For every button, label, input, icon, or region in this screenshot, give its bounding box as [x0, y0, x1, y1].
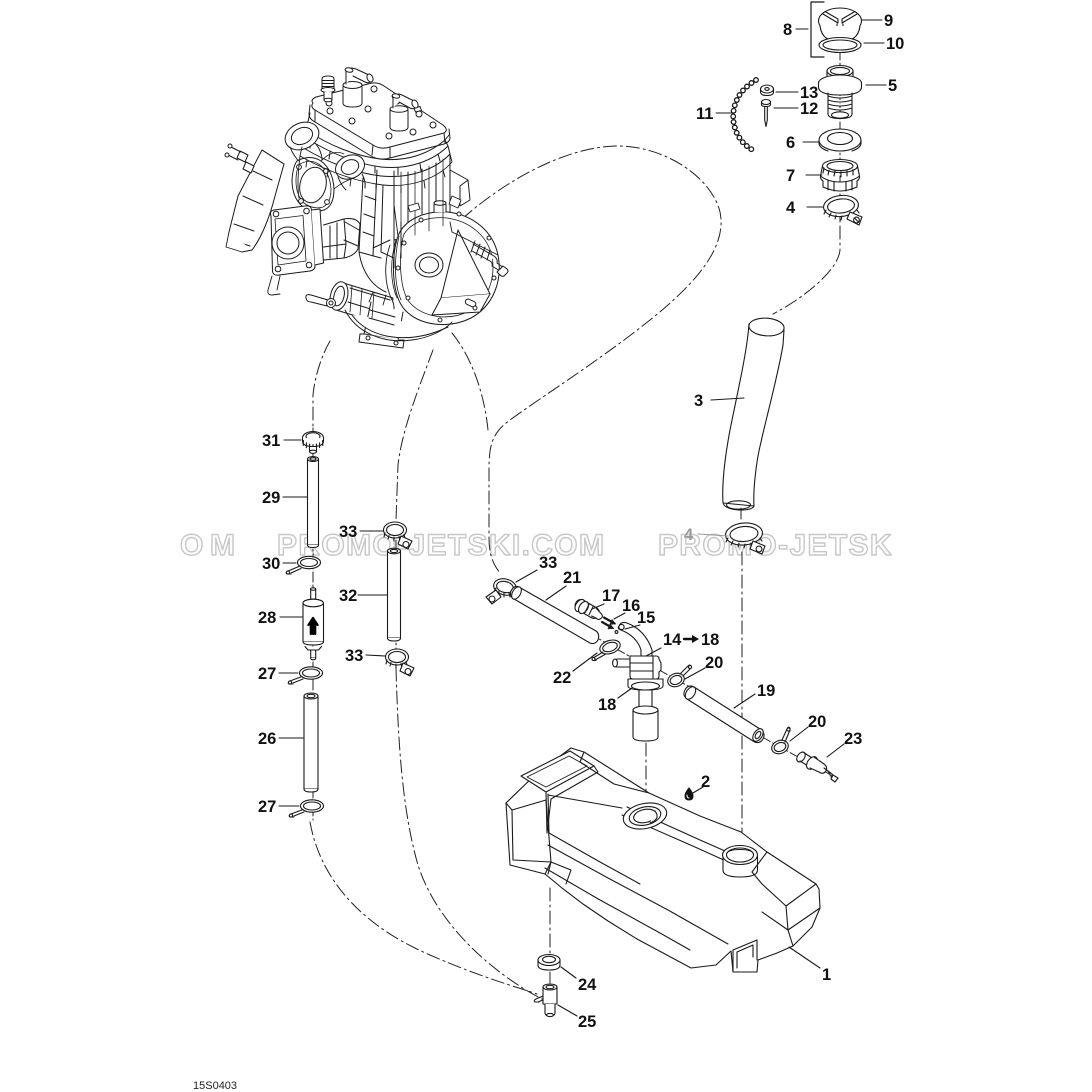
- svg-text:4: 4: [684, 526, 694, 544]
- svg-text:21: 21: [563, 569, 581, 587]
- svg-text:27: 27: [258, 798, 276, 816]
- svg-text:11: 11: [696, 105, 713, 123]
- svg-text:31: 31: [262, 432, 280, 450]
- svg-text:8: 8: [783, 21, 792, 39]
- svg-text:PROMO-JETSKI.COM: PROMO-JETSKI.COM: [277, 529, 605, 562]
- svg-text:29: 29: [262, 489, 280, 507]
- svg-text:15: 15: [637, 609, 655, 627]
- svg-text:33: 33: [539, 554, 557, 572]
- svg-text:20: 20: [808, 713, 826, 731]
- svg-text:27: 27: [258, 665, 276, 683]
- svg-text:1: 1: [822, 966, 831, 984]
- svg-text:12: 12: [800, 100, 818, 118]
- svg-text:20: 20: [705, 654, 723, 672]
- svg-text:9: 9: [884, 12, 893, 30]
- svg-text:3: 3: [694, 392, 703, 410]
- svg-text:30: 30: [262, 555, 280, 573]
- svg-text:13: 13: [800, 84, 818, 102]
- svg-text:22: 22: [553, 669, 571, 687]
- svg-text:6: 6: [786, 134, 795, 152]
- svg-text:33: 33: [339, 523, 357, 541]
- svg-text:PROMO-JETSKI.COM: PROMO-JETSKI.COM: [658, 529, 986, 562]
- svg-text:7: 7: [786, 167, 795, 185]
- svg-text:19: 19: [757, 682, 775, 700]
- svg-text:32: 32: [339, 587, 357, 605]
- svg-text:26: 26: [258, 730, 276, 748]
- svg-text:24: 24: [578, 976, 597, 994]
- svg-text:4: 4: [786, 199, 796, 217]
- svg-text:10: 10: [886, 35, 904, 53]
- svg-text:28: 28: [258, 609, 276, 627]
- svg-text:14: 14: [663, 631, 682, 649]
- svg-text:23: 23: [844, 730, 862, 748]
- svg-text:15S0403: 15S0403: [193, 1080, 237, 1092]
- svg-text:2: 2: [701, 773, 710, 791]
- svg-text:17: 17: [602, 587, 620, 605]
- svg-text:OM: OM: [180, 529, 236, 562]
- svg-text:18: 18: [598, 696, 616, 714]
- svg-text:5: 5: [888, 77, 897, 95]
- svg-text:16: 16: [622, 597, 640, 615]
- svg-text:18: 18: [701, 631, 719, 649]
- svg-text:33: 33: [345, 647, 363, 665]
- svg-text:25: 25: [578, 1013, 596, 1031]
